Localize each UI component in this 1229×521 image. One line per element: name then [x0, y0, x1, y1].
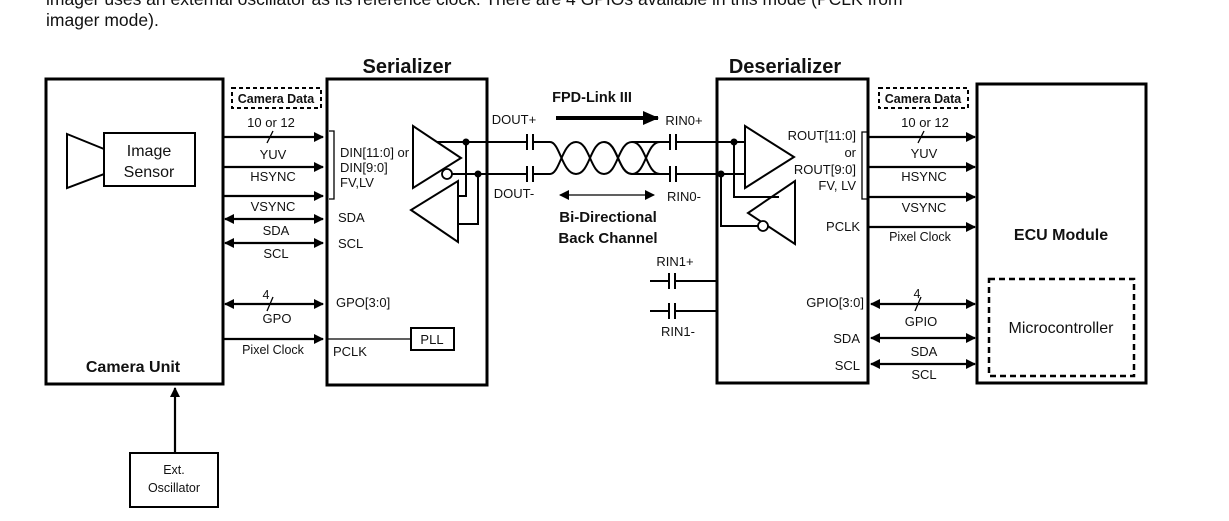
- din-label-1: DIN[11:0] or: [340, 145, 410, 160]
- rout-label-4: FV, LV: [818, 178, 856, 193]
- rout-label-3: ROUT[9:0]: [794, 162, 856, 177]
- hsync-label: HSYNC: [250, 169, 296, 184]
- des-pclk-pin: PCLK: [826, 219, 860, 234]
- back-channel-label-2: Back Channel: [558, 230, 657, 247]
- image-sensor-label-1: Image: [127, 143, 172, 160]
- dout-plus-label: DOUT+: [492, 112, 536, 127]
- camera-unit-label: Camera Unit: [86, 359, 181, 376]
- din-label-2: DIN[9:0]: [340, 160, 388, 175]
- gpo-width-label: 4: [263, 288, 270, 302]
- back-channel-tx-icon: [746, 179, 796, 246]
- microcontroller-label: Microcontroller: [1009, 320, 1115, 337]
- pll-box: [410, 327, 455, 351]
- scl-label-left: SCL: [263, 246, 288, 261]
- microcontroller-box: [987, 277, 1136, 378]
- hsync-label-right: HSYNC: [901, 169, 947, 184]
- rin0-minus-label: RIN0-: [667, 189, 701, 204]
- ext-oscillator-label-2: Oscillator: [148, 481, 200, 495]
- des-sda-pin: SDA: [833, 331, 860, 346]
- gpio-label: GPIO: [905, 314, 938, 329]
- intro-line-2: imager mode).: [46, 10, 159, 30]
- rin0-plus-label: RIN0+: [665, 113, 702, 128]
- gpo-label: GPO: [263, 311, 292, 326]
- din-bracket: [329, 130, 335, 200]
- image-sensor-box: [103, 132, 196, 187]
- ser-pclk-pin: PCLK: [333, 344, 367, 359]
- right-signal-bus: Camera Data 10 or 12 YUV HSYNC VSYNC Pix…: [868, 87, 976, 382]
- fpd-link-cable: DOUT+ DOUT- RIN0+ RIN0- FPD-Link III Bi-…: [487, 90, 717, 339]
- vsync-label: VSYNC: [251, 199, 296, 214]
- twisted-pair-icon: [533, 140, 670, 176]
- camera-lens-icon: [66, 132, 105, 190]
- deserializer-title: Deserializer: [729, 56, 842, 78]
- rout-bracket: [861, 131, 867, 200]
- camera-data-tag-left-text: Camera Data: [238, 92, 315, 106]
- left-signal-bus: Camera Data 10 or 12 YUV HSYNC VSYNC SDA…: [223, 87, 324, 357]
- intro-line-1: imager uses an external oscillator as it…: [46, 0, 1206, 10]
- scl-label-right: SCL: [911, 367, 936, 382]
- image-sensor-label-2: Sensor: [124, 164, 175, 181]
- deserializer-block: ROUT[11:0] or ROUT[9:0] FV, LV PCLK GPIO…: [715, 77, 870, 385]
- pixel-clock-label-left: Pixel Clock: [242, 343, 305, 357]
- rout-label-2: or: [844, 145, 856, 160]
- rin1-plus-label: RIN1+: [656, 254, 693, 269]
- ext-oscillator-label-1: Ext.: [163, 463, 185, 477]
- fpd-link-label: FPD-Link III: [552, 90, 632, 106]
- right-bus-width-label: 10 or 12: [901, 115, 949, 130]
- camera-data-tag-left: [231, 87, 322, 109]
- tx-driver-icon: [412, 124, 463, 190]
- dout-minus-label: DOUT-: [494, 186, 534, 201]
- gpio-width-label: 4: [914, 287, 921, 301]
- ext-oscillator-block: Ext. Oscillator: [129, 387, 219, 508]
- left-bus-width-label: 10 or 12: [247, 115, 295, 130]
- rin1-minus-label: RIN1-: [661, 324, 695, 339]
- des-gpio-pin: GPIO[3:0]: [806, 295, 864, 310]
- vsync-label-right: VSYNC: [902, 200, 947, 215]
- pixel-clock-label-right: Pixel Clock: [889, 230, 952, 244]
- camera-data-tag-right: [878, 87, 969, 109]
- ser-scl-pin: SCL: [338, 236, 363, 251]
- ecu-module-block: ECU Module Microcontroller: [975, 82, 1148, 385]
- pll-label: PLL: [420, 332, 443, 347]
- back-channel-rx-icon: [409, 179, 459, 244]
- camera-unit-block: Image Sensor Camera Unit: [44, 77, 225, 386]
- serializer-block: DIN[11:0] or DIN[9:0] FV,LV SDA SCL GPO[…: [325, 77, 489, 387]
- ser-sda-pin: SDA: [338, 210, 365, 225]
- ecu-module-label: ECU Module: [1014, 227, 1108, 244]
- des-scl-pin: SCL: [835, 358, 860, 373]
- serializer-title: Serializer: [363, 56, 452, 78]
- camera-data-tag-right-text: Camera Data: [885, 92, 962, 106]
- ser-gpo-pin: GPO[3:0]: [336, 295, 390, 310]
- sda-label-right: SDA: [911, 344, 938, 359]
- sda-label-left: SDA: [263, 223, 290, 238]
- intro-paragraph: imager uses an external oscillator as it…: [46, 0, 1206, 31]
- rout-label-1: ROUT[11:0]: [788, 128, 856, 143]
- back-channel-label-1: Bi-Directional: [559, 209, 657, 226]
- yuv-label: YUV: [260, 147, 287, 162]
- din-label-3: FV,LV: [340, 175, 374, 190]
- rx-receiver-icon: [744, 124, 796, 190]
- yuv-label-right: YUV: [911, 146, 938, 161]
